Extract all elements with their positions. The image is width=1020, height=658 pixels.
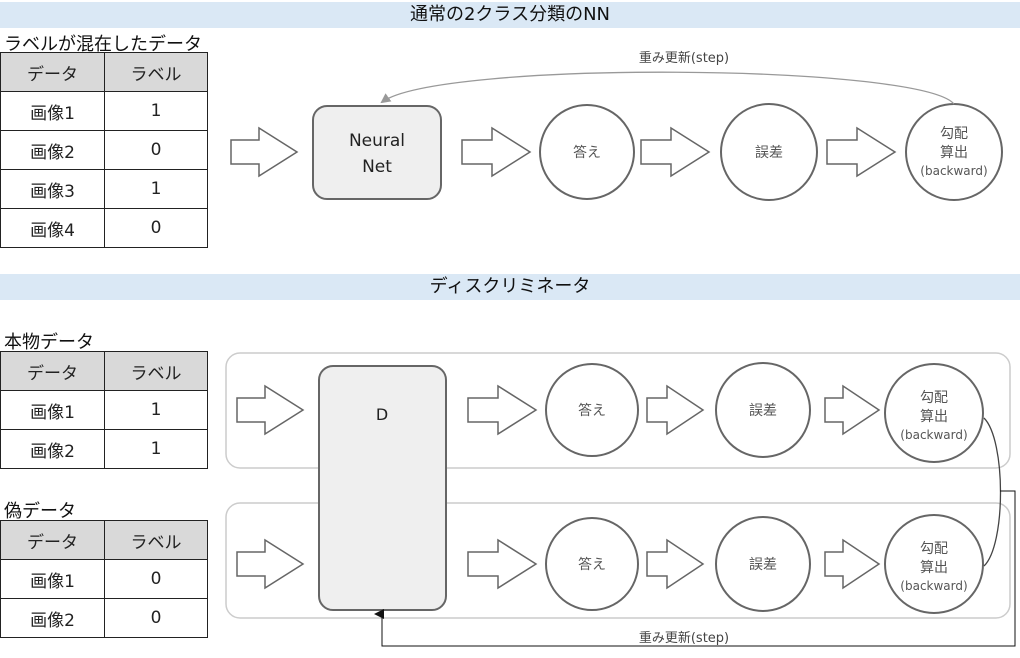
table-cell: 画像4 <box>0 208 105 248</box>
table-header-label: ラベル <box>104 520 208 560</box>
real-data-table: データ ラベル 画像1 1 画像2 1 <box>0 351 208 469</box>
answer-node <box>545 517 639 611</box>
table-cell: 画像2 <box>0 429 105 469</box>
gradient-label: 勾配 <box>920 541 948 557</box>
flow-arrow <box>230 126 299 178</box>
gradient-merge-curve <box>983 417 1002 567</box>
flow-arrow <box>826 126 897 178</box>
table-row: 画像2 0 <box>0 598 208 638</box>
gradient-label: 算出 <box>920 409 948 425</box>
discriminator-box <box>318 365 447 611</box>
weight-update-label: 重み更新(step) <box>639 50 729 66</box>
answer-label: 答え <box>578 556 606 573</box>
weight-update-label: 重み更新(step) <box>639 630 729 646</box>
fake-data-table: データ ラベル 画像1 0 画像2 0 <box>0 520 208 638</box>
gradient-label: 算出 <box>940 145 968 161</box>
flow-arrow <box>640 126 711 178</box>
flow-arrow <box>467 384 538 436</box>
flow-arrow <box>461 126 532 178</box>
table-header-label: ラベル <box>104 52 208 92</box>
table-cell: 0 <box>104 559 208 599</box>
table-cell: 1 <box>104 91 208 131</box>
weight-update-arrow <box>380 71 955 105</box>
flow-arrow <box>236 538 305 590</box>
table-row: 画像1 1 <box>0 390 208 430</box>
section1-table-caption: ラベルが混在したデータ <box>4 34 202 55</box>
table-cell: 画像1 <box>0 91 105 131</box>
table-cell: 画像3 <box>0 169 105 209</box>
fake-flow-frame <box>225 502 1011 619</box>
gradient-label: 勾配 <box>920 390 948 406</box>
table-cell: 画像1 <box>0 559 105 599</box>
answer-label: 答え <box>573 144 601 161</box>
table-row: 画像2 0 <box>0 130 208 170</box>
table-row: 画像2 1 <box>0 429 208 469</box>
discriminator-label: D <box>376 405 388 424</box>
answer-node <box>539 104 635 200</box>
error-node <box>720 103 818 201</box>
table-header-data: データ <box>0 351 105 391</box>
table-cell: 0 <box>104 598 208 638</box>
table-cell: 0 <box>104 130 208 170</box>
table-header-label: ラベル <box>104 351 208 391</box>
answer-label: 答え <box>578 402 606 419</box>
flow-arrow <box>824 538 881 590</box>
table-cell: 0 <box>104 208 208 248</box>
neural-net-label: Net <box>362 157 392 177</box>
real-flow-frame <box>225 352 1011 469</box>
neural-net-label: Neural <box>349 131 405 151</box>
table-row: 画像4 0 <box>0 208 208 248</box>
flow-arrow <box>646 538 705 590</box>
table-row: 画像1 0 <box>0 559 208 599</box>
table-header-row: データ ラベル <box>0 520 208 560</box>
error-label: 誤差 <box>749 557 777 573</box>
mixed-data-table: データ ラベル 画像1 1 画像2 0 画像3 1 画像4 0 <box>0 52 208 248</box>
table-row: 画像3 1 <box>0 169 208 209</box>
real-data-caption: 本物データ <box>4 332 94 353</box>
table-cell: 1 <box>104 429 208 469</box>
weight-update-connector <box>374 490 1016 647</box>
gradient-node <box>884 363 984 463</box>
gradient-node <box>884 514 984 614</box>
table-row: 画像1 1 <box>0 91 208 131</box>
flow-arrow <box>467 538 538 590</box>
section2-banner: ディスクリミネータ <box>0 274 1020 300</box>
flow-arrow <box>236 384 305 436</box>
gradient-label: 勾配 <box>940 126 968 142</box>
flow-arrow <box>824 384 881 436</box>
section1-banner: 通常の2クラス分類のNN <box>0 2 1020 28</box>
fake-data-caption: 偽データ <box>4 501 76 522</box>
gradient-label: (backward) <box>900 579 967 593</box>
answer-node <box>545 363 639 457</box>
gradient-label: (backward) <box>900 428 967 442</box>
gradient-label: (backward) <box>920 164 987 178</box>
table-cell: 1 <box>104 169 208 209</box>
flow-arrow <box>646 384 705 436</box>
error-label: 誤差 <box>755 145 783 161</box>
table-header-row: データ ラベル <box>0 351 208 391</box>
gradient-label: 算出 <box>920 560 948 576</box>
error-node <box>715 362 811 458</box>
table-header-data: データ <box>0 520 105 560</box>
error-node <box>715 516 811 612</box>
table-cell: 画像2 <box>0 130 105 170</box>
table-header-row: データ ラベル <box>0 52 208 92</box>
error-label: 誤差 <box>749 403 777 419</box>
neural-net-box <box>312 105 442 200</box>
